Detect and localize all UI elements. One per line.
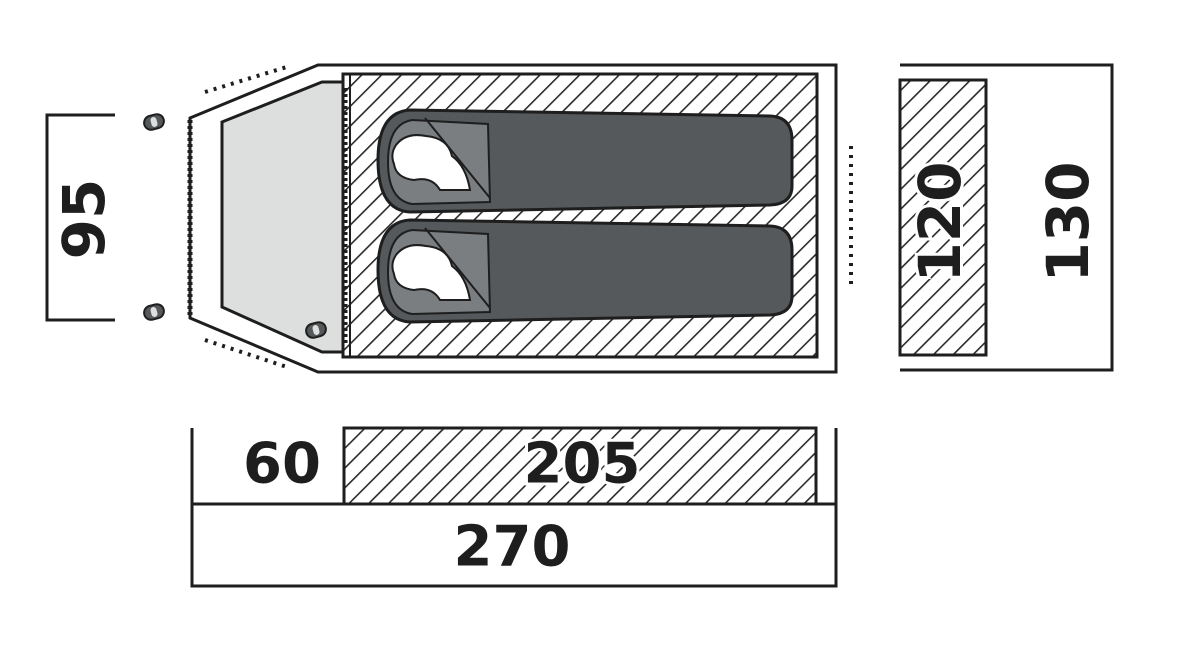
dimension-label-270: 270: [454, 515, 571, 580]
length-dimensions: 60 205 270: [190, 426, 838, 588]
sleeping-bag-top: [376, 108, 794, 214]
guy-line-top-left: [204, 64, 291, 94]
dimension-label-205: 205: [524, 432, 641, 497]
peg-icon: [143, 303, 165, 321]
sleeper-head-icon: [391, 134, 472, 191]
dimension-label-60: 60: [243, 432, 321, 497]
dimension-label-120: 120: [906, 161, 974, 282]
sleeper-head-icon: [391, 244, 472, 301]
guy-line-bottom-left: [204, 338, 291, 370]
peg-icon: [143, 113, 165, 131]
side-width-dimension: 120 130: [898, 63, 1114, 372]
inner-width-block: [898, 78, 988, 357]
dimension-label-130: 130: [1034, 161, 1102, 282]
sleeping-bag-bottom: [376, 218, 794, 324]
vestibule-floor: [220, 80, 348, 354]
dimension-label-95: 95: [50, 179, 118, 260]
vestibule-width-dimension: 95: [45, 113, 118, 322]
peg-icon: [305, 321, 327, 339]
tent-top-view: [143, 63, 853, 374]
